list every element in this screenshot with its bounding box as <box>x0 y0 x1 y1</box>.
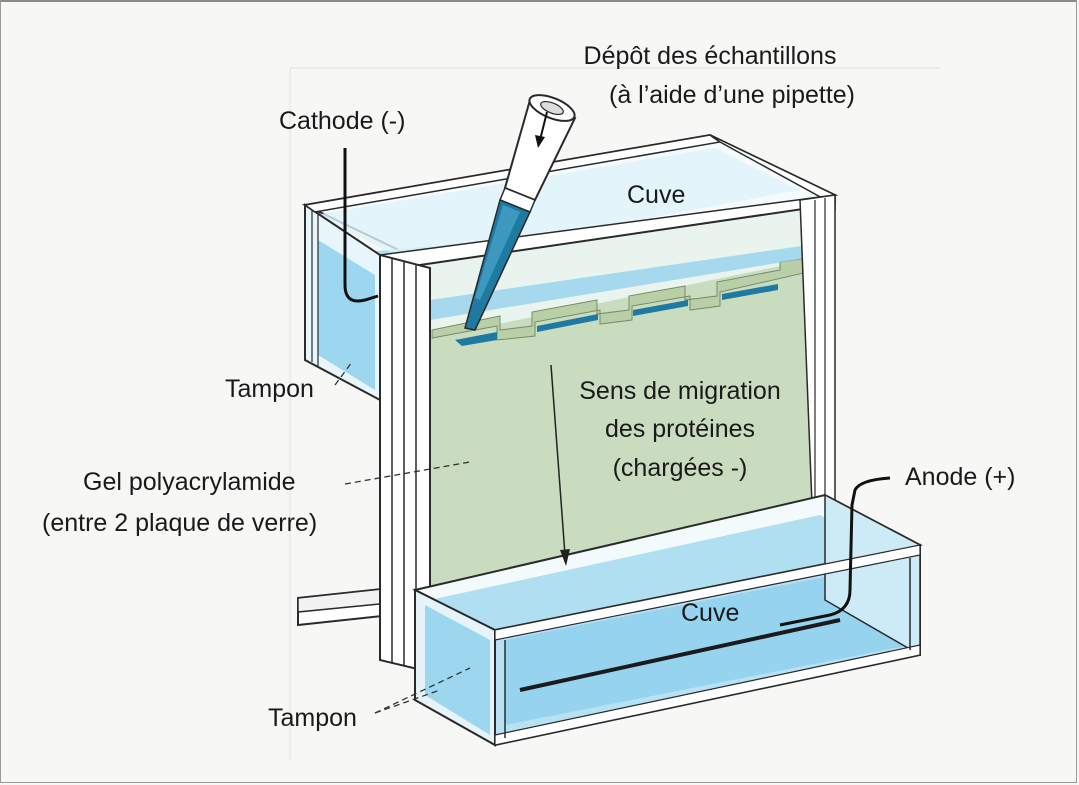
anode-wire-icon <box>779 476 891 627</box>
cathode-label: Cathode (-) <box>279 107 406 135</box>
top-tank-label: Cuve <box>627 181 686 209</box>
migration-label-line1: Sens de migration <box>579 377 781 405</box>
anode-label: Anode (+) <box>905 463 1016 491</box>
buffer-top-label: Tampon <box>225 375 314 403</box>
cathode-wire-icon <box>343 148 379 303</box>
bottom-tank-label: Cuve <box>681 599 740 627</box>
migration-arrow-icon <box>550 364 570 566</box>
gel-label-line1: Gel polyacrylamide <box>83 468 296 496</box>
gel-plate <box>419 203 831 592</box>
gel-label-line2: (entre 2 plaque de verre) <box>42 509 318 537</box>
migration-label-line3: (chargées -) <box>612 454 748 482</box>
sample-deposit-label-line1: Dépôt des échantillons <box>583 42 837 70</box>
sample-deposit-label-line2: (à l’aide d’une pipette) <box>609 81 855 109</box>
buffer-bottom-label: Tampon <box>268 704 357 732</box>
bottom-tank <box>412 493 923 747</box>
pipette-icon <box>464 94 577 331</box>
leader-lines <box>334 361 471 714</box>
migration-label-line2: des protéines <box>604 415 756 443</box>
